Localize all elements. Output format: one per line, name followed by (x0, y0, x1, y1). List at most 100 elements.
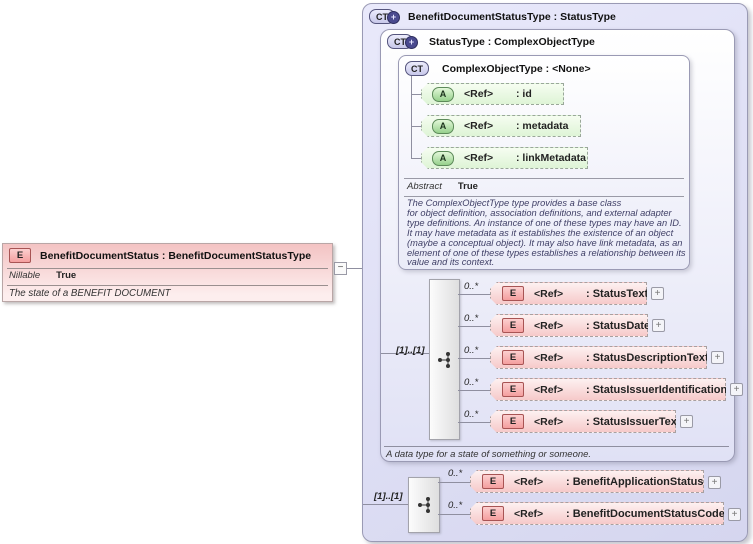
element-name: : BenefitDocumentStatusCode (566, 507, 725, 520)
element-row-statusissuertext[interactable]: E <Ref> : StatusIssuerText (490, 410, 676, 433)
attribute-icon: A (432, 151, 454, 166)
description-line: value and its context. (407, 257, 495, 268)
expand-button[interactable]: + (652, 319, 665, 332)
nillable-label: Nillable (9, 270, 41, 281)
connector-line (411, 158, 421, 159)
element-icon: E (502, 382, 524, 397)
expand-button[interactable]: + (680, 415, 693, 428)
connector-line (363, 504, 408, 505)
element-name: : StatusDescriptionText (586, 351, 709, 364)
connector-line (347, 268, 362, 269)
attribute-row-linkmetadata[interactable]: A <Ref> : linkMetadata (421, 147, 588, 169)
element-box-benefitdocumentstatus[interactable]: E BenefitDocumentStatus : BenefitDocumen… (2, 243, 333, 302)
expand-button[interactable]: + (651, 287, 664, 300)
element-name: : StatusIssuerText (586, 415, 681, 428)
connector-line (458, 358, 490, 359)
attribute-icon: A (432, 119, 454, 134)
abstract-row: Abstract True (407, 181, 478, 192)
type-header: CT + StatusType : ComplexObjectType (387, 34, 595, 49)
collapse-button[interactable]: − (334, 262, 347, 275)
type-title: ComplexObjectType : <None> (442, 62, 591, 75)
element-ref: <Ref> (534, 351, 564, 364)
element-row-statustext[interactable]: E <Ref> : StatusText (490, 282, 647, 305)
complextype-icon: CT + (387, 34, 418, 49)
statustype-description: A data type for a state of something or … (386, 449, 592, 460)
divider (404, 196, 684, 197)
element-header: E BenefitDocumentStatus : BenefitDocumen… (3, 244, 332, 267)
divider (7, 285, 328, 286)
multiplicity-label: [1]..[1] (396, 345, 425, 356)
type-box-complexobjecttype: CT ComplexObjectType : <None> A <Ref> : … (398, 55, 690, 270)
multiplicity-label: 0..* (464, 345, 479, 356)
divider (404, 178, 684, 179)
expand-button[interactable]: + (711, 351, 724, 364)
multiplicity-label: 0..* (464, 377, 479, 388)
description-line: (maybe a conceptual object). It may also… (407, 237, 683, 248)
element-icon: E (9, 248, 31, 263)
element-icon: E (482, 474, 504, 489)
element-icon: E (502, 286, 524, 301)
type-description: The ComplexObjectType type provides a ba… (407, 198, 686, 268)
complextype-icon: CT (405, 61, 429, 76)
element-row-benefitapplicationstatus[interactable]: E <Ref> : BenefitApplicationStatus (470, 470, 704, 493)
element-icon: E (482, 506, 504, 521)
multiplicity-label: 0..* (464, 281, 479, 292)
connector-line (411, 76, 412, 158)
connector-line (411, 94, 421, 95)
type-header: CT ComplexObjectType : <None> (405, 61, 591, 76)
element-title: BenefitDocumentStatus : BenefitDocumentS… (40, 249, 312, 262)
expand-button[interactable]: + (728, 508, 741, 521)
sequence-icon (417, 497, 430, 513)
nillable-row: Nillable True (9, 270, 76, 281)
attribute-name: : id (516, 88, 532, 100)
expand-button[interactable]: + (730, 383, 743, 396)
connector-line (458, 422, 490, 423)
connector-line (458, 294, 490, 295)
connector-line (458, 390, 490, 391)
divider (384, 446, 729, 447)
plus-icon: + (405, 36, 418, 49)
element-ref: <Ref> (534, 383, 564, 396)
attribute-ref: <Ref> (464, 152, 494, 164)
connector-line (458, 326, 490, 327)
description-line: type definitions. An instance of one of … (407, 217, 682, 228)
element-row-statusissueridentification[interactable]: E <Ref> : StatusIssuerIdentification (490, 378, 726, 401)
element-icon: E (502, 414, 524, 429)
multiplicity-label: 0..* (464, 313, 479, 324)
element-description: The state of a BENEFIT DOCUMENT (9, 288, 171, 299)
attribute-ref: <Ref> (464, 88, 494, 100)
multiplicity-label: 0..* (464, 409, 479, 420)
element-name: : StatusText (586, 287, 649, 300)
element-ref: <Ref> (514, 475, 544, 488)
connector-line (411, 126, 421, 127)
element-name: : StatusDate (586, 319, 651, 332)
element-ref: <Ref> (514, 507, 544, 520)
sequence-compositor[interactable] (429, 279, 460, 440)
element-icon: E (502, 318, 524, 333)
attribute-icon: A (432, 87, 454, 102)
element-row-statusdate[interactable]: E <Ref> : StatusDate (490, 314, 648, 337)
multiplicity-label: [1]..[1] (374, 491, 403, 502)
attribute-name: : linkMetadata (516, 152, 587, 164)
element-icon: E (502, 350, 524, 365)
element-ref: <Ref> (534, 415, 564, 428)
abstract-label: Abstract (407, 181, 442, 192)
type-header: CT + BenefitDocumentStatusType : StatusT… (369, 9, 616, 24)
sequence-compositor[interactable] (408, 477, 440, 533)
attribute-row-metadata[interactable]: A <Ref> : metadata (421, 115, 581, 137)
attribute-name: : metadata (516, 120, 569, 132)
element-name: : StatusIssuerIdentification (586, 383, 728, 396)
complextype-icon-label: CT (411, 63, 423, 74)
element-row-benefitdocumentstatuscode[interactable]: E <Ref> : BenefitDocumentStatusCode (470, 502, 724, 525)
type-title: BenefitDocumentStatusType : StatusType (408, 10, 616, 23)
sequence-icon (438, 351, 450, 368)
expand-button[interactable]: + (708, 476, 721, 489)
attribute-row-id[interactable]: A <Ref> : id (421, 83, 564, 105)
element-row-statusdescriptiontext[interactable]: E <Ref> : StatusDescriptionText (490, 346, 707, 369)
nillable-value: True (56, 270, 77, 281)
divider (7, 268, 328, 269)
description-line: for object definition, association defin… (407, 207, 672, 218)
complextype-icon-label: CT (394, 36, 406, 47)
connector-line (438, 482, 470, 483)
multiplicity-label: 0..* (448, 468, 463, 479)
